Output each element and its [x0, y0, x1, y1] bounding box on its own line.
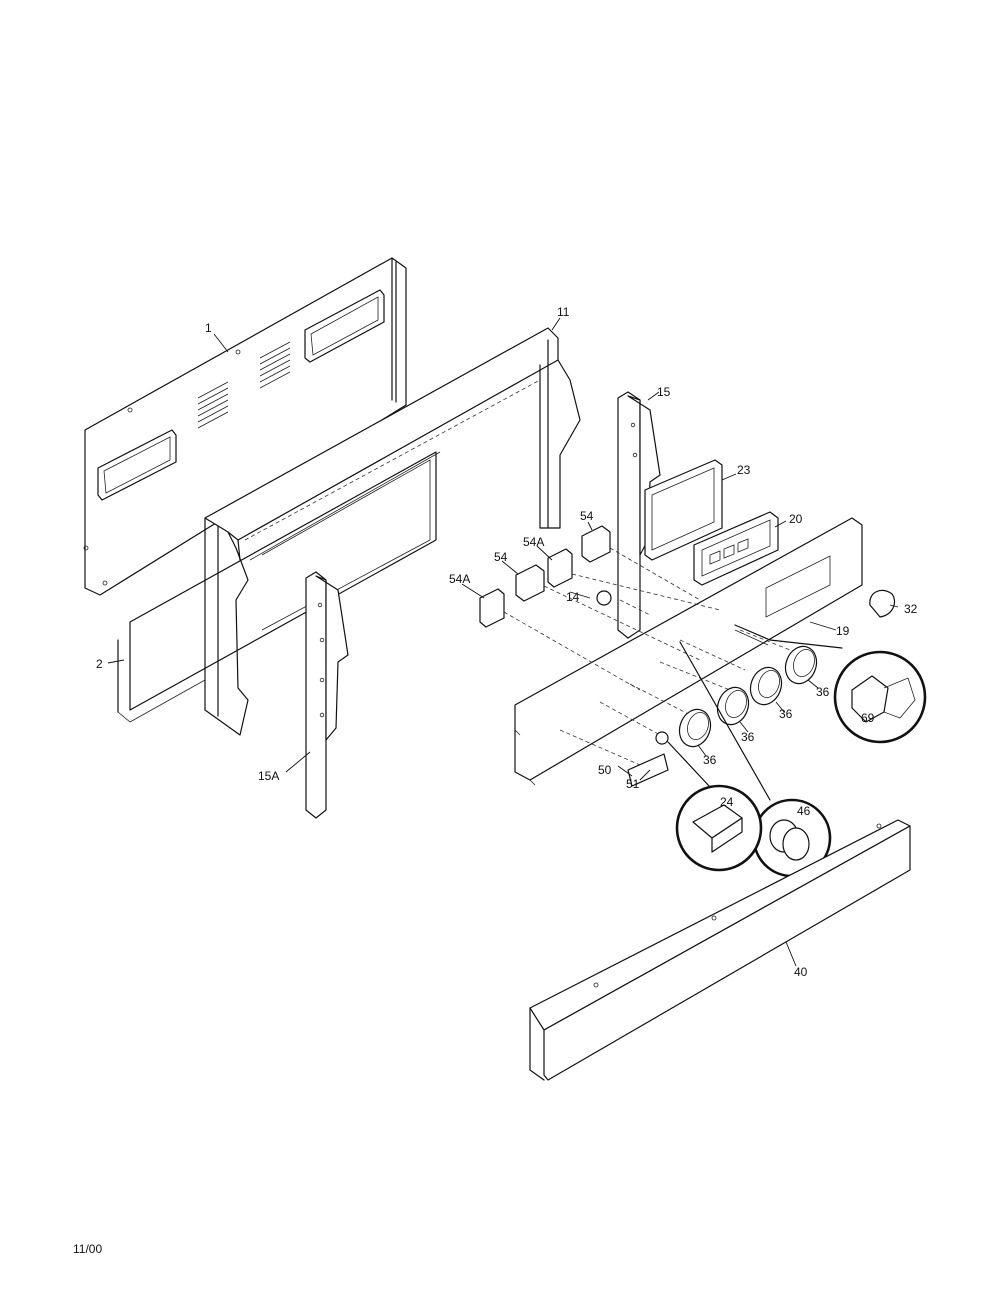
- part-14-valve: [596, 590, 612, 606]
- detail-circle-69: [833, 650, 927, 744]
- vent-slots-left: [197, 381, 229, 429]
- callout-23: 23: [737, 463, 751, 477]
- callout-20: 20: [789, 512, 803, 526]
- callout-54-lower: 54: [494, 550, 508, 564]
- callout-36-a: 36: [703, 753, 717, 767]
- callout-36-d: 36: [816, 685, 830, 699]
- part-1-back-panel: [83, 257, 407, 596]
- callout-24: 24: [720, 795, 734, 809]
- part-36-knob-2: [716, 686, 750, 726]
- part-36-knob-4: [784, 645, 818, 685]
- callout-54A-lower: 54A: [449, 572, 470, 586]
- callout-36-c: 36: [779, 707, 793, 721]
- callout-54-upper: 54: [580, 509, 594, 523]
- part-54-switch-upper: [581, 525, 611, 563]
- part-11-frame: [117, 327, 581, 736]
- part-20-clock-module: [693, 511, 779, 586]
- callout-40: 40: [794, 965, 808, 979]
- part-54-switch-lower: [515, 564, 545, 602]
- part-51-switch-bracket: [655, 731, 669, 745]
- part-54A-switch-lower: [479, 588, 505, 628]
- part-36-knob-1: [678, 708, 712, 748]
- part-50-rocker-switch: [627, 753, 669, 787]
- callout-19: 19: [836, 624, 850, 638]
- part-15A-left-bracket: [305, 571, 349, 819]
- callout-leaders: [107, 317, 899, 967]
- callout-46: 46: [797, 804, 811, 818]
- callout-15: 15: [657, 385, 671, 399]
- callout-54A-upper: 54A: [523, 535, 544, 549]
- leader-to-24: [667, 741, 711, 788]
- leader-to-46: [679, 641, 771, 801]
- callout-15A: 15A: [258, 769, 279, 783]
- part-54A-switch-upper: [547, 548, 573, 588]
- control-panel: [514, 517, 863, 786]
- callout-36-b: 36: [741, 730, 755, 744]
- callout-69: 69: [861, 711, 875, 725]
- leader-to-69: [769, 639, 843, 649]
- callout-11: 11: [557, 305, 570, 319]
- part-32-knob-cap: [869, 589, 896, 618]
- callout-2: 2: [96, 657, 103, 671]
- part-40-lower-rail: [529, 819, 911, 1081]
- footer-date-code: 11/00: [73, 1242, 103, 1256]
- detail-circle-46: [752, 798, 832, 878]
- vent-slots-right: [259, 341, 291, 389]
- callout-14: 14: [566, 590, 580, 604]
- callout-50: 50: [598, 763, 612, 777]
- part-19-shaft: [734, 624, 771, 646]
- detail-circle-24: [675, 784, 763, 872]
- part-36-knob-3: [749, 666, 783, 706]
- callout-labels: 1 2 11 14 15 15A 19 20 23 24 32 36 36 36…: [96, 305, 918, 979]
- callout-32: 32: [904, 602, 918, 616]
- part-15-right-bracket: [617, 391, 661, 639]
- callout-1: 1: [205, 321, 212, 335]
- part-23-control-board: [644, 459, 723, 561]
- callout-51: 51: [626, 777, 640, 791]
